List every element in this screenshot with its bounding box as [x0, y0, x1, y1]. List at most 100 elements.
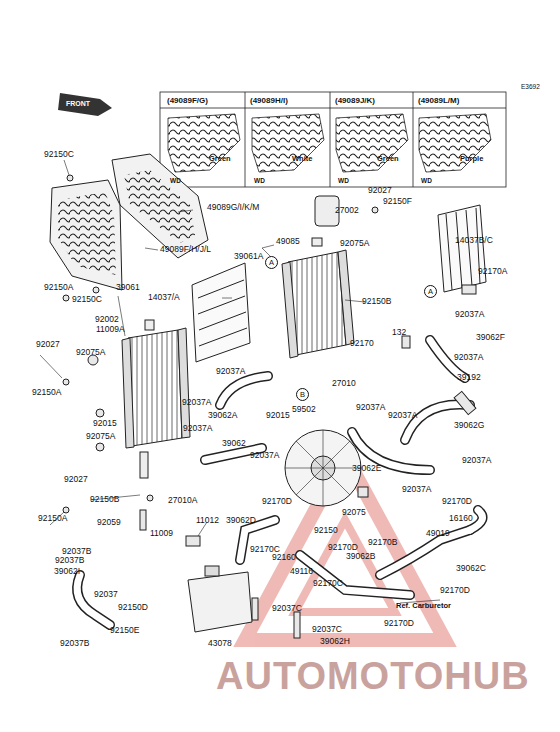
watermark: AUTOMOTOHUB: [216, 656, 530, 696]
callout-number: 27010A: [168, 495, 197, 505]
callout-number: 92150A: [44, 282, 73, 292]
decal-header: (49089H/I): [250, 96, 288, 106]
decal-code: WD: [421, 176, 432, 186]
callout-number: 92037C: [312, 624, 342, 634]
callout-number: 92075A: [76, 347, 105, 357]
callout-number: 49116: [290, 566, 313, 576]
callout-number: 92150B: [90, 494, 119, 504]
callout-number: 39062D: [226, 515, 256, 525]
decal-code: WD: [170, 176, 181, 186]
decal-table: [160, 92, 506, 187]
callout-number: 11009: [150, 528, 173, 538]
callout-number: 92037B: [55, 555, 84, 565]
callout-number: 92037: [94, 589, 118, 599]
callout-number: 39062C: [456, 563, 486, 573]
decal-header: (49089J/K): [335, 96, 375, 106]
callout-number: 92002: [95, 314, 119, 324]
callout-number: 92027: [36, 339, 60, 349]
callout-number: 92037A: [455, 309, 484, 319]
callout-number: 49089G/I/K/M: [207, 202, 259, 212]
callout-number: 92150E: [110, 625, 139, 635]
callout-number: 39062F: [476, 332, 505, 342]
callout-number: 92037A: [454, 352, 483, 362]
callout-number: 92150C: [72, 294, 102, 304]
callout-number: 92027: [368, 185, 392, 195]
callout-number: 92059: [97, 517, 121, 527]
callout-number: 92170A: [478, 266, 507, 276]
callout-number: 92015: [266, 410, 290, 420]
callout-number: 92037A: [356, 402, 385, 412]
hoses: [77, 340, 482, 625]
callout-number: 11012: [196, 515, 219, 525]
radiator-right: [282, 238, 354, 358]
leader-lines: [40, 160, 440, 603]
decal-code: WD: [338, 176, 349, 186]
callout-number: 92075A: [86, 431, 115, 441]
callout-number: 49085: [276, 236, 300, 246]
callout-number: 92170D: [384, 618, 414, 628]
callout-number: 43078: [208, 638, 232, 648]
callout-number: 39062B: [346, 551, 375, 561]
louvers: [192, 205, 486, 362]
callout-number: 92037A: [216, 366, 245, 376]
callout-number: 92027: [64, 474, 88, 484]
callout-number: 92150A: [32, 387, 61, 397]
callout-number: 49089F/H/J/L: [160, 244, 211, 254]
callout-number: 132: [392, 327, 406, 337]
callout-number: 39062H: [320, 636, 350, 646]
callout-number: 16160: [449, 513, 473, 523]
callout-number: 92150D: [118, 602, 148, 612]
callout-number: 92150B: [362, 296, 391, 306]
callout-number: 92037A: [250, 450, 279, 460]
callout-number: 92170: [350, 338, 374, 348]
callout-number: 92015: [93, 418, 117, 428]
callout-number: 92037B: [60, 638, 89, 648]
color-name: Green: [209, 154, 231, 164]
callout-number: 92150: [314, 525, 338, 535]
reference-letter: A: [424, 285, 437, 298]
callout-number: 92037A: [388, 410, 417, 420]
callout-number: 92037A: [402, 484, 431, 494]
drawing-code: E3692: [521, 82, 540, 92]
callout-number: 39061: [116, 282, 140, 292]
color-name: Green: [377, 154, 399, 164]
callout-number: 39062G: [454, 420, 484, 430]
color-name: Purple: [460, 154, 483, 164]
callout-number: 39062I: [54, 566, 80, 576]
callout-number: 92170C: [313, 578, 343, 588]
callout-number: 92075A: [340, 238, 369, 248]
callout-number: 14037/A: [148, 292, 180, 302]
callout-number: 49019: [426, 528, 450, 538]
callout-number: 92075: [342, 507, 366, 517]
callout-number: 92170B: [368, 537, 397, 547]
callout-number: 92037B: [62, 546, 91, 556]
reference-letter: B: [296, 388, 309, 401]
front-arrow: [58, 93, 112, 116]
color-name: White: [292, 154, 312, 164]
callout-number: 92150F: [383, 196, 412, 206]
callout-number: 92170D: [262, 496, 292, 506]
reference-note: Ref. Carburetor: [396, 601, 451, 611]
callout-number: 92037A: [462, 455, 491, 465]
decal-code: WD: [254, 176, 265, 186]
callout-number: 39062A: [208, 410, 237, 420]
callout-number: 39192: [457, 372, 481, 382]
callout-number: 59502: [292, 404, 316, 414]
fittings: [63, 175, 476, 638]
cooling-fan: [285, 430, 361, 506]
callout-number: 27002: [335, 205, 359, 215]
shrouds: [50, 154, 208, 290]
decal-header: (49089F/G): [167, 96, 208, 106]
callout-number: 39062: [222, 438, 246, 448]
callout-number: 92150A: [38, 513, 67, 523]
reservoir-tank: [188, 566, 252, 632]
callout-number: 27010: [332, 378, 356, 388]
callout-number: 92160: [272, 552, 296, 562]
callout-number: 92037A: [182, 397, 211, 407]
callout-number: 14037B/C: [455, 235, 493, 245]
front-marker: FRONT: [66, 99, 90, 109]
callout-number: 92037A: [183, 423, 212, 433]
callout-number: 39061A: [234, 251, 263, 261]
callout-number: 92150C: [44, 149, 74, 159]
